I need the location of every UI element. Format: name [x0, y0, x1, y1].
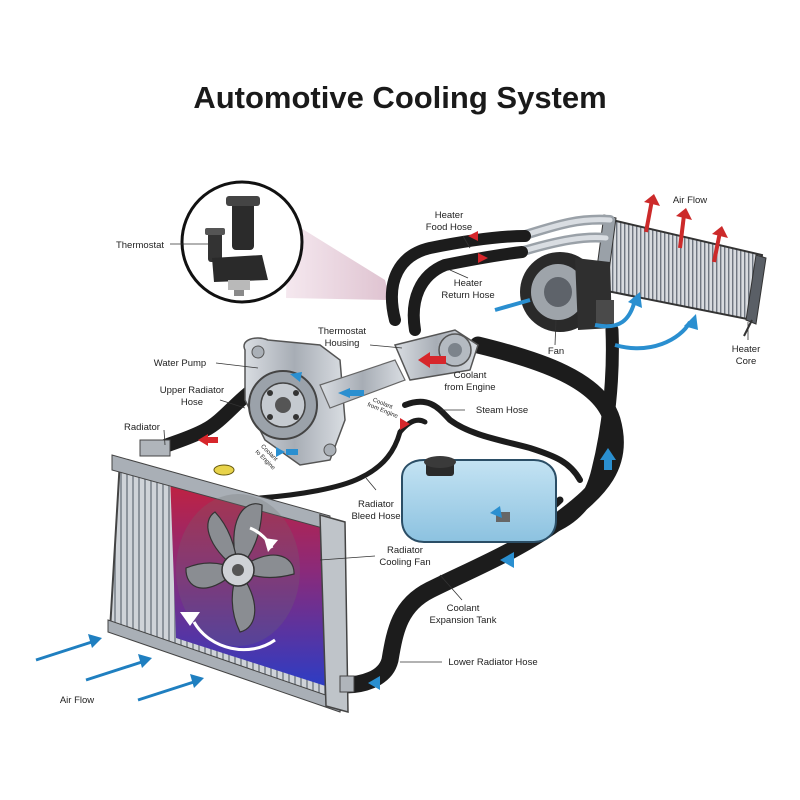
label-upper-radiator-hose-2: Hose	[181, 397, 203, 408]
engine-pipe	[319, 359, 406, 409]
outside-airflow-arrows	[35, 638, 201, 702]
label-radiator-bleed-hose-1: Radiator	[358, 499, 394, 510]
heater-airflow-arrowheads	[644, 194, 728, 238]
steam-hose	[402, 398, 583, 483]
label-radiator-cooling-fan-1: Radiator	[387, 545, 423, 556]
label-radiator-bleed-hose-2: Bleed Hose	[351, 511, 400, 522]
label-coolant-from-engine-1: Coolant	[454, 370, 487, 381]
label-heater-core-2: Core	[736, 356, 757, 367]
label-air-flow-top: Air Flow	[673, 195, 707, 206]
coolant-expansion-tank	[401, 456, 557, 543]
radiator-bleed-hose	[257, 429, 403, 501]
label-thermostat-housing-2: Housing	[325, 338, 360, 349]
label-water-pump: Water Pump	[154, 358, 206, 369]
label-radiator-cooling-fan-2: Cooling Fan	[379, 557, 430, 568]
label-coolant-expansion-tank-2: Expansion Tank	[430, 615, 497, 626]
label-thermostat-housing-1: Thermostat	[318, 326, 366, 337]
label-upper-radiator-hose-1: Upper Radiator	[160, 385, 224, 396]
label-lower-radiator-hose: Lower Radiator Hose	[448, 657, 537, 668]
label-coolant-expansion-tank-1: Coolant	[447, 603, 480, 614]
heater-food-hose	[385, 230, 531, 326]
hot-coolant-arrows	[198, 231, 488, 446]
radiator-cooling-fan	[176, 494, 300, 652]
label-heater-return-hose-1: Heater	[454, 278, 483, 289]
leader-lines	[163, 235, 749, 663]
label-fan: Fan	[548, 346, 564, 357]
diagram-title: Automotive Cooling System	[193, 80, 607, 115]
heater-airflow-arrows	[644, 199, 722, 263]
outside-airflow-arrowheads	[88, 634, 204, 688]
cold-coolant-arrows	[276, 372, 616, 690]
label-steam-hose: Steam Hose	[476, 405, 528, 416]
fan-airflow-arrows	[494, 298, 692, 351]
label-air-flow-bottom: Air Flow	[60, 695, 94, 706]
label-coolant-from-engine-2: from Engine	[444, 382, 495, 393]
label-heater-food-hose-2: Food Hose	[426, 222, 472, 233]
thermostat-inset	[180, 180, 304, 304]
label-heater-core-1: Heater	[732, 344, 761, 355]
label-thermostat: Thermostat	[116, 240, 164, 251]
label-radiator: Radiator	[124, 422, 160, 433]
heater-outlet-hose	[543, 323, 619, 535]
water-pump-assembly	[243, 337, 346, 466]
fan-airflow-arrowheads	[628, 292, 698, 330]
blower-fan	[520, 252, 614, 332]
thermostat-zoom-cone	[286, 220, 390, 300]
label-heater-food-hose-1: Heater	[435, 210, 464, 221]
heater-pipes	[515, 214, 615, 257]
heater-return-hose	[407, 246, 528, 336]
labels: Thermostat Heater Food Hose Air Flow Hea…	[60, 195, 760, 706]
label-heater-return-hose-2: Return Hose	[441, 290, 494, 301]
thermostat-housing	[393, 329, 479, 381]
